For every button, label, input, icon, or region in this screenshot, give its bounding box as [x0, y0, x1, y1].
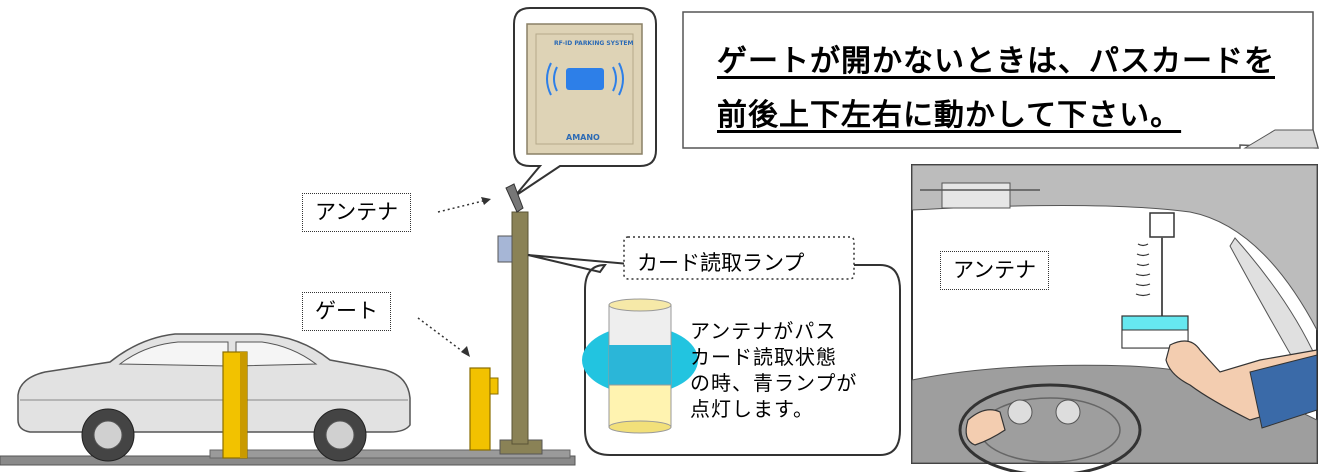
- instruction-text-line1: ゲートが開かないときは、パスカードを: [717, 44, 1275, 79]
- instruction-callout-box: [682, 11, 1319, 149]
- driver-view-illustration: [911, 164, 1318, 472]
- antenna-pole: [497, 183, 543, 455]
- lamp-desc-line1: アンテナがパス: [690, 319, 837, 343]
- gate-barrier-far: [469, 367, 499, 451]
- card-reading-lamp: [582, 298, 698, 434]
- antenna-label-right: アンテナ: [940, 251, 1050, 290]
- reader-system-text: RF-ID PARKING SYSTEM: [554, 40, 634, 47]
- reader-brand-text: AMANO: [566, 133, 600, 142]
- lamp-title: カード読取ランプ: [637, 251, 805, 275]
- lamp-desc-line2: カード読取状態: [690, 345, 837, 369]
- gate-label: ゲート: [302, 292, 391, 331]
- car-illustration: [17, 333, 411, 462]
- lamp-desc-line3: の時、青ランプが: [690, 371, 858, 395]
- lamp-description: アンテナがパス カード読取状態 の時、青ランプが 点灯します。: [690, 318, 858, 422]
- lamp-desc-line4: 点灯します。: [690, 397, 814, 421]
- antenna-label-left: アンテナ: [302, 193, 412, 232]
- gate-barrier-near: [222, 351, 248, 459]
- instruction-text-line2: 前後上下左右に動かして下さい。: [717, 98, 1182, 133]
- reader-zoom-bubble: [513, 7, 657, 197]
